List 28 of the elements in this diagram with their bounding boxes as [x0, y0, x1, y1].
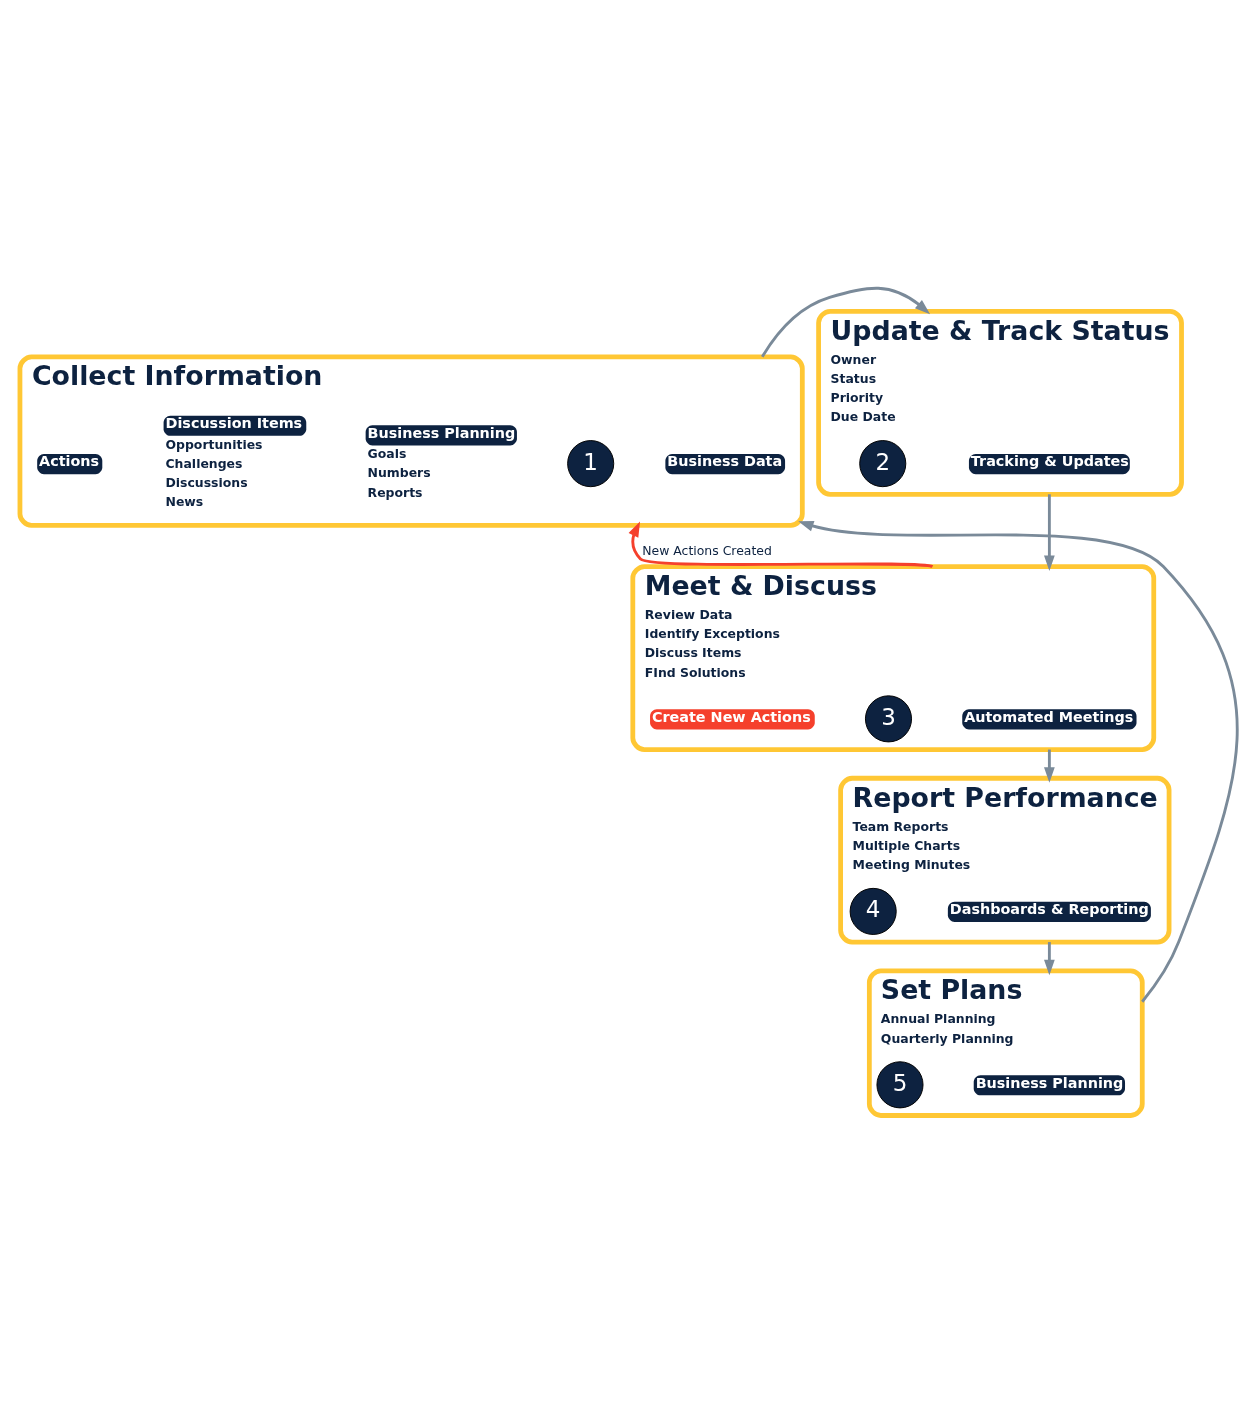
edge-label: New Actions Created	[642, 543, 772, 559]
node-label: News	[165, 494, 204, 510]
node-label: Reports	[367, 484, 423, 500]
node-box: Business Planning	[365, 425, 517, 446]
arrow	[628, 521, 933, 568]
arrow	[761, 286, 931, 358]
arrow	[1044, 749, 1055, 783]
node-circle: 1	[567, 440, 615, 488]
node-circle: 2	[859, 440, 907, 488]
node-box: Business Data	[665, 454, 786, 475]
node-box: Discussion Items	[163, 415, 307, 436]
node-box: Tracking & Updates	[968, 454, 1130, 475]
node-label: Discussions	[165, 474, 248, 490]
arrow	[1044, 942, 1055, 976]
node-box: Create New Actions	[650, 709, 815, 730]
node-box: Business Planning	[973, 1075, 1125, 1096]
node-circle: 3	[864, 695, 913, 743]
arrow	[1044, 494, 1055, 571]
node-box: Dashboards & Reporting	[947, 901, 1151, 922]
node-label: Numbers	[367, 465, 431, 481]
node-label: Challenges	[165, 455, 243, 471]
arrow	[798, 520, 1239, 1003]
node-box: Actions	[37, 454, 103, 475]
node-label: Opportunities	[165, 436, 263, 452]
node-box: Automated Meetings	[962, 709, 1137, 730]
node-circle: 4	[849, 887, 897, 935]
node-circle: 5	[876, 1061, 924, 1109]
node-label: Goals	[367, 446, 407, 462]
